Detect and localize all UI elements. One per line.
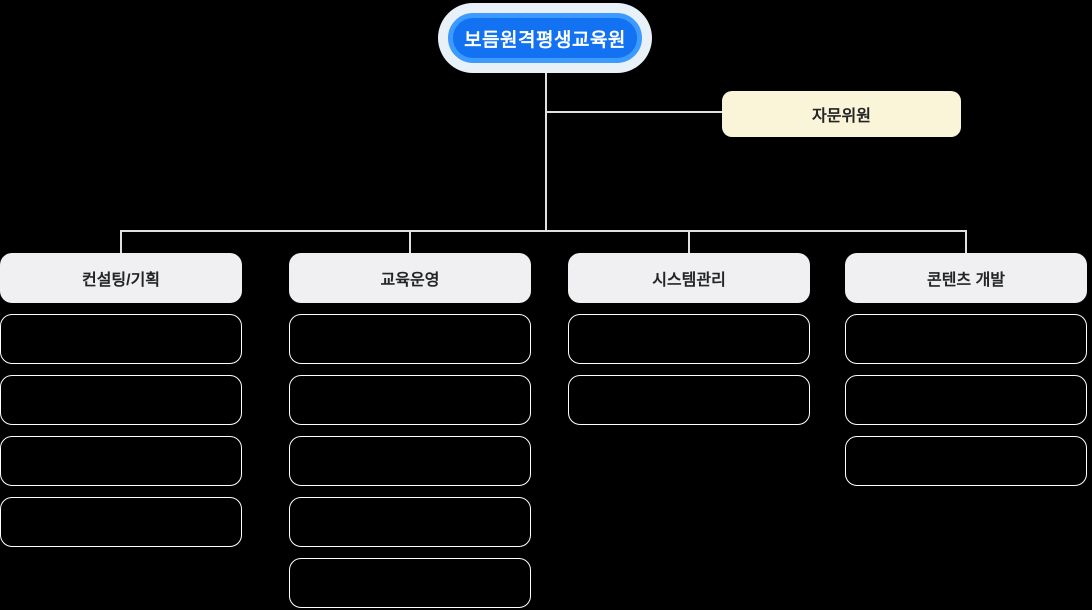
dept-drop-line-consulting	[120, 230, 122, 253]
dept-sub-list	[0, 314, 242, 547]
dept-header-label: 교육운영	[380, 272, 440, 289]
dept-header-label: 컨설팅/기획	[81, 272, 161, 289]
dept-sub-list	[845, 314, 1087, 486]
dept-drop-line-education	[409, 230, 411, 253]
advisory-committee-label: 자문위원	[812, 108, 871, 125]
empty-sub-box	[0, 497, 242, 547]
root-vertical-connector-line	[545, 73, 547, 231]
empty-sub-box	[289, 436, 531, 486]
dept-sub-list	[289, 314, 531, 608]
empty-sub-box	[845, 314, 1087, 364]
dept-header-label: 콘텐츠 개발	[926, 272, 1006, 289]
empty-sub-box	[0, 375, 242, 425]
dept-column-consulting: 컨설팅/기획	[0, 253, 242, 547]
dept-header-system: 시스템관리	[568, 253, 810, 303]
advisory-connector-line	[546, 111, 722, 113]
empty-sub-box	[0, 436, 242, 486]
empty-sub-box	[289, 497, 531, 547]
dept-drop-line-contents	[965, 230, 967, 253]
dept-header-education: 교육운영	[289, 253, 531, 303]
dept-header-consulting: 컨설팅/기획	[0, 253, 242, 303]
empty-sub-box	[845, 436, 1087, 486]
org-root-label: 보듬원격평생교육원	[464, 29, 626, 51]
empty-sub-box	[289, 375, 531, 425]
dept-sub-list	[568, 314, 810, 425]
dept-header-label: 시스템관리	[652, 272, 726, 289]
empty-sub-box	[0, 314, 242, 364]
empty-sub-box	[845, 375, 1087, 425]
dept-column-system: 시스템관리	[568, 253, 810, 425]
departments-horizontal-line	[120, 230, 966, 232]
dept-column-education: 교육운영	[289, 253, 531, 608]
dept-drop-line-system	[688, 230, 690, 253]
empty-sub-box	[289, 558, 531, 608]
dept-header-contents: 콘텐츠 개발	[845, 253, 1087, 303]
advisory-committee-box: 자문위원	[722, 91, 961, 137]
org-root-node: 보듬원격평생교육원	[448, 13, 642, 63]
dept-column-contents: 콘텐츠 개발	[845, 253, 1087, 486]
empty-sub-box	[568, 375, 810, 425]
empty-sub-box	[289, 314, 531, 364]
empty-sub-box	[568, 314, 810, 364]
